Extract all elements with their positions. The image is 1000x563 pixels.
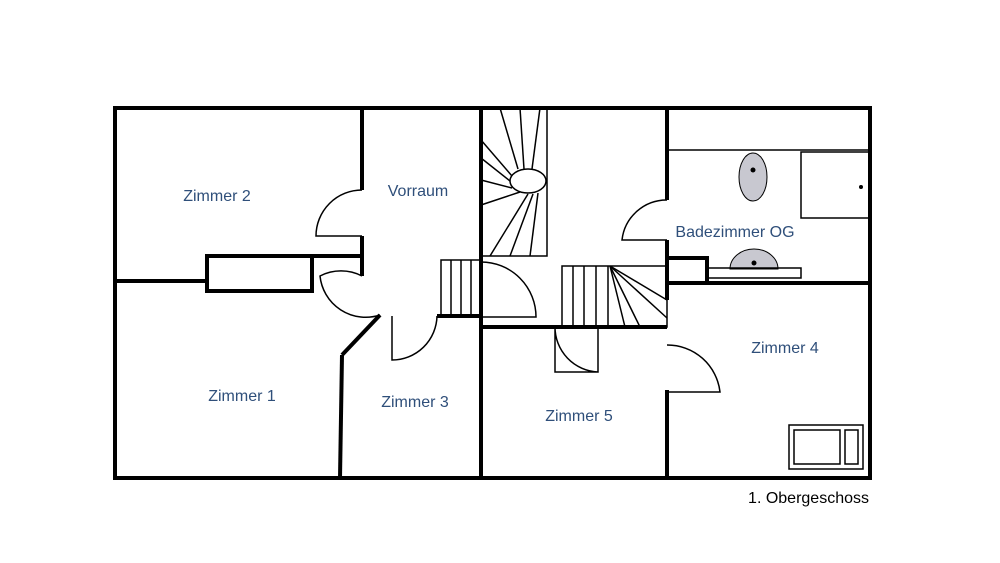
- room-label-zimmer-5: Zimmer 5: [545, 408, 613, 425]
- room-label-zimmer-1: Zimmer 1: [208, 388, 276, 405]
- toilet-icon: [738, 152, 768, 202]
- stairs-upper: [480, 107, 548, 257]
- bathroom-fixtures: [707, 151, 870, 279]
- sink-icon: [729, 248, 779, 270]
- floor-title: 1. Obergeschoss: [748, 490, 869, 507]
- doors: [315, 189, 721, 393]
- appliance-icon: [788, 424, 864, 470]
- stairs-small: [440, 259, 482, 317]
- room-label-vorraum: Vorraum: [388, 183, 448, 200]
- shower-icon: [800, 151, 870, 219]
- room-label-zimmer-2: Zimmer 2: [183, 188, 251, 205]
- room-label-zimmer-4: Zimmer 4: [751, 340, 819, 357]
- chimney-block: [205, 254, 314, 293]
- room-label-zimmer-3: Zimmer 3: [381, 394, 449, 411]
- stairs-lower: [561, 265, 668, 328]
- room-label-badezimmer: Badezimmer OG: [675, 224, 794, 241]
